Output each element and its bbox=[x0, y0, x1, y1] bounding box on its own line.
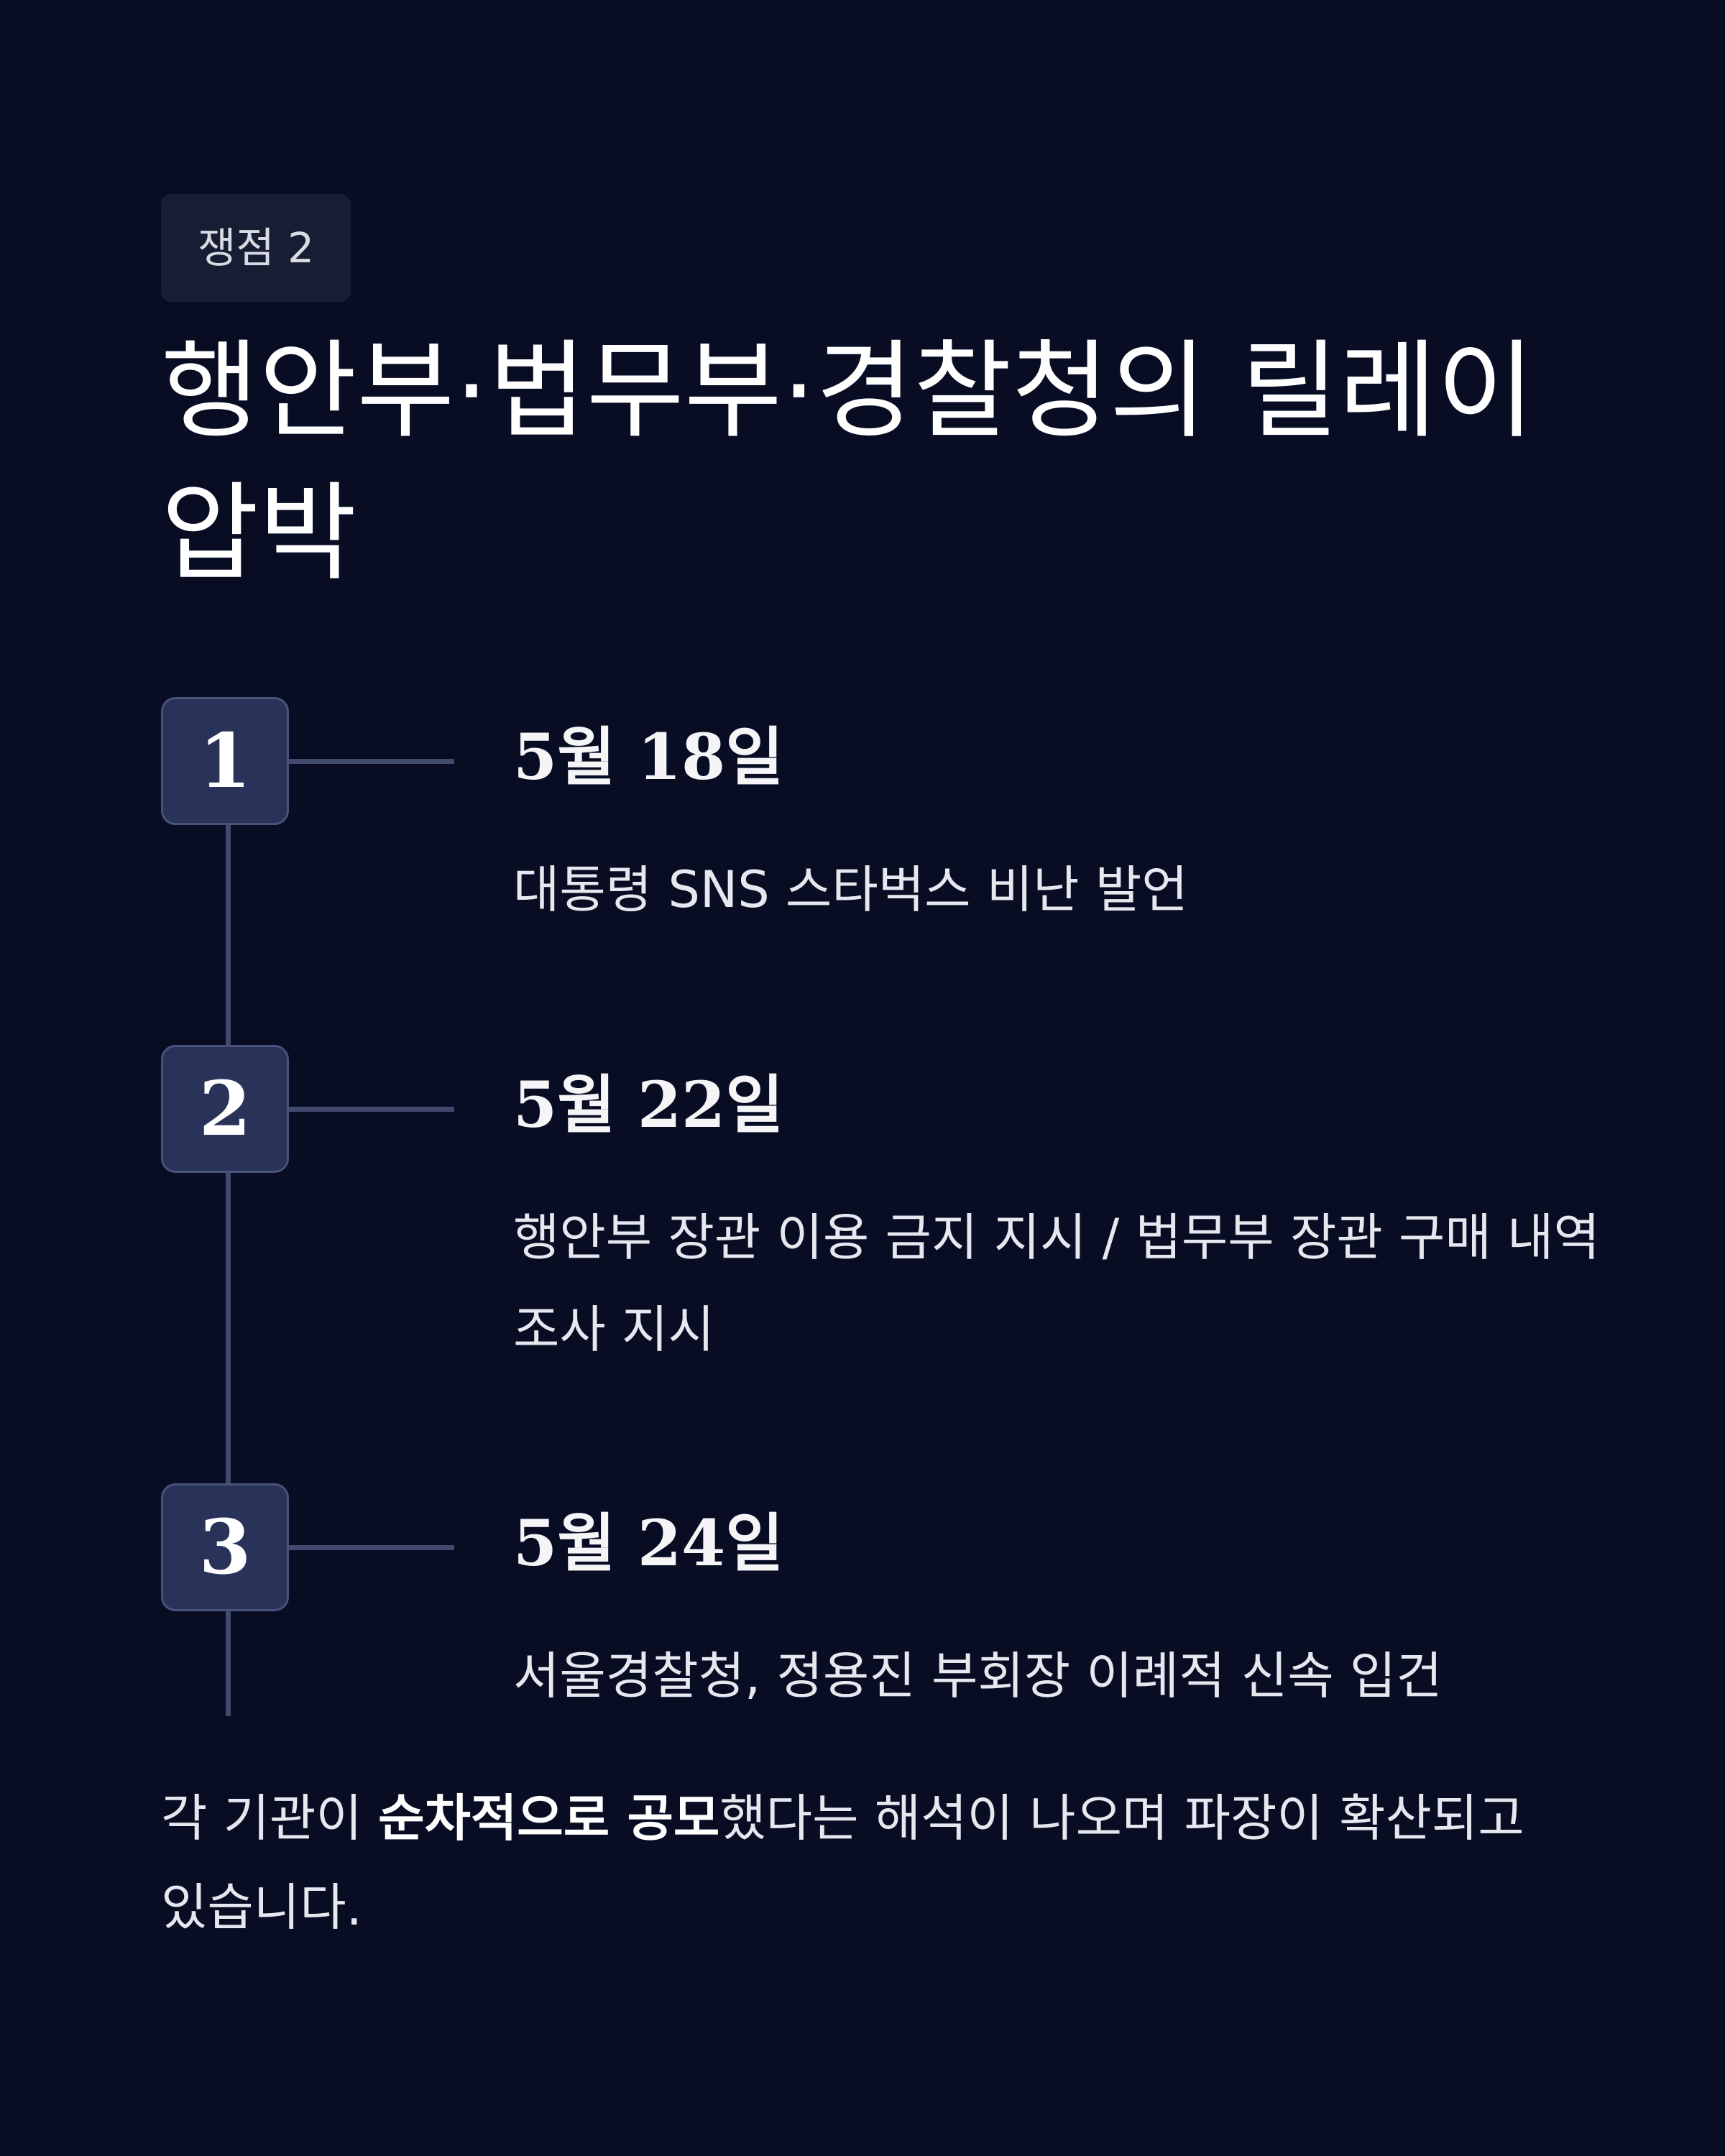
step-date-3: 5월 24일 bbox=[513, 1506, 784, 1580]
step-date-2: 5월 22일 bbox=[513, 1067, 784, 1142]
step-date-1: 5월 18일 bbox=[513, 719, 784, 794]
summary-highlight: 순차적으로 공모 bbox=[378, 1789, 720, 1848]
timeline-vertical-line bbox=[226, 824, 231, 1716]
timeline-step-3: 3 5월 24일 서울경찰청, 정용진 부회장 이례적 신속 입건 bbox=[161, 1483, 1598, 1705]
step-description-3: 서울경찰청, 정용진 부회장 이례적 신속 입건 bbox=[513, 1646, 1443, 1705]
timeline-step-2: 2 5월 22일 행안부 장관 이용 금지 지시 / 법무부 장관 구매 내역 … bbox=[161, 1045, 1600, 1359]
summary-prefix: 각 기관이 bbox=[161, 1789, 379, 1848]
step-number-3: 3 bbox=[161, 1483, 289, 1611]
step-connector-1 bbox=[289, 759, 454, 764]
step-connector-2 bbox=[289, 1107, 454, 1112]
step-description-2: 행안부 장관 이용 금지 지시 / 법무부 장관 구매 내역 조사 지시 bbox=[513, 1208, 1600, 1359]
issue-badge: 쟁점 2 bbox=[161, 194, 351, 302]
page-title: 행안부·법무부·경찰청의 릴레이 압박 bbox=[161, 329, 1535, 595]
step-description-1: 대통령 SNS 스타벅스 비난 발언 bbox=[513, 860, 1188, 919]
step-number-1: 1 bbox=[161, 697, 289, 825]
summary-suffix: 했다는 해석이 나오며 파장이 확산되고 있습니다. bbox=[161, 1789, 1524, 1937]
step-number-2: 2 bbox=[161, 1045, 289, 1173]
step-connector-3 bbox=[289, 1545, 454, 1550]
summary-text: 각 기관이 순차적으로 공모했다는 해석이 나오며 파장이 확산되고 있습니다. bbox=[161, 1774, 1584, 1952]
timeline-step-1: 1 5월 18일 대통령 SNS 스타벅스 비난 발언 bbox=[161, 697, 1598, 919]
